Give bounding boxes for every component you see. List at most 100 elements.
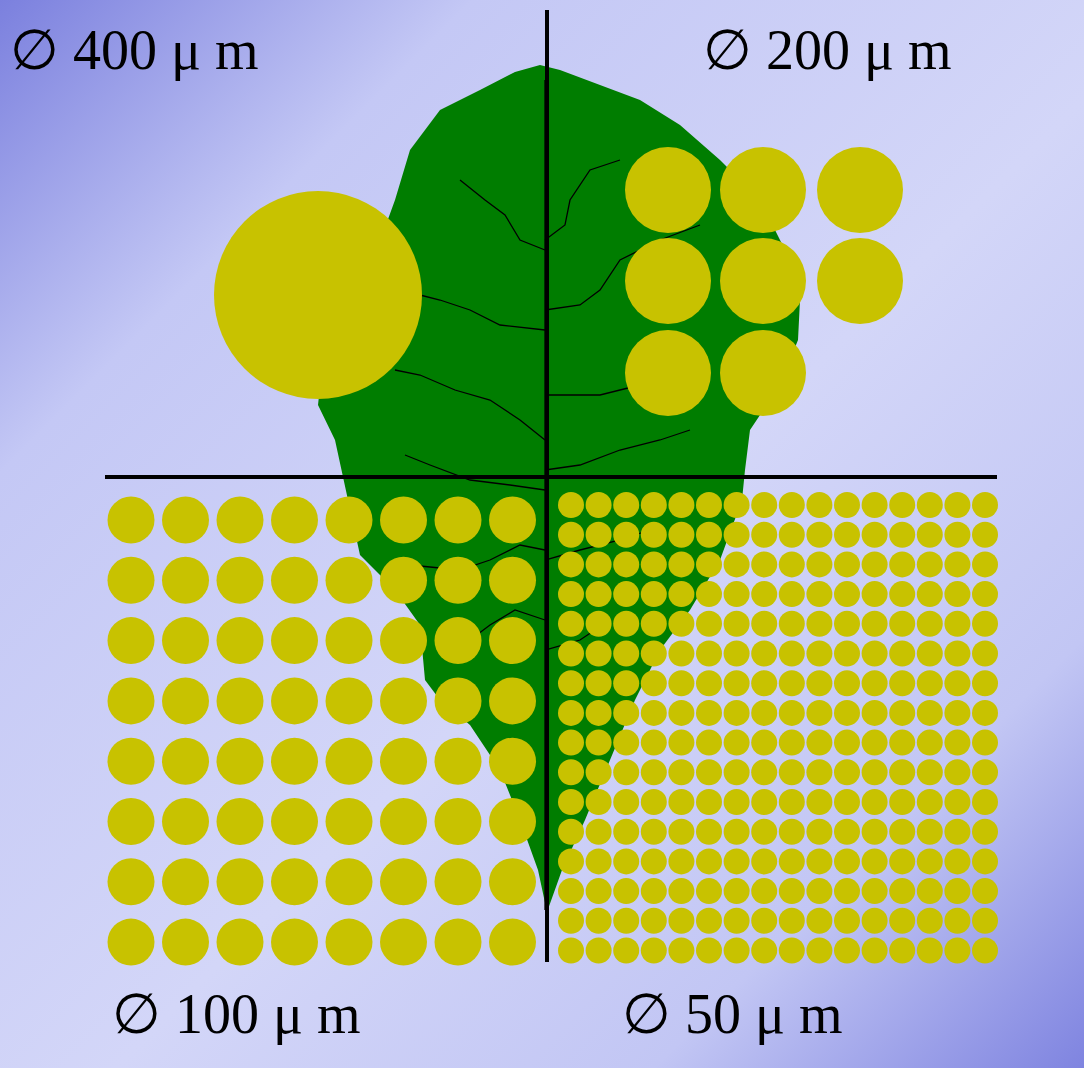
particle-circle [271, 617, 318, 664]
particle-circle [972, 848, 998, 874]
particle-circle [972, 522, 998, 548]
particle-circle [696, 492, 722, 518]
particle-circle [217, 738, 264, 785]
particle-circle [751, 551, 777, 577]
particle-circle [862, 938, 888, 964]
particle-circle [489, 858, 536, 905]
particle-circle [751, 730, 777, 756]
particle-circle [613, 641, 639, 667]
particle-circle [917, 759, 943, 785]
particle-circle [668, 700, 694, 726]
particle-circle [834, 938, 860, 964]
particle-circle [806, 938, 832, 964]
particle-circle [668, 759, 694, 785]
particle-circle [862, 551, 888, 577]
particle-circle [724, 848, 750, 874]
particle-circle [641, 878, 667, 904]
particle-circle [862, 670, 888, 696]
particle-circle [751, 641, 777, 667]
particle-circle [668, 551, 694, 577]
particle-circle [889, 581, 915, 607]
particle-circle [751, 581, 777, 607]
particle-circle [217, 919, 264, 966]
particle-circle [696, 819, 722, 845]
particle-circle [217, 798, 264, 845]
particle-circle [271, 858, 318, 905]
particle-circle [944, 938, 970, 964]
particle-circle [326, 858, 373, 905]
particle-circle [641, 938, 667, 964]
particle-circle [668, 908, 694, 934]
particle-circle [641, 759, 667, 785]
particle-circle [917, 819, 943, 845]
particle-circle [889, 551, 915, 577]
particle-circle [696, 938, 722, 964]
particle-circle [586, 581, 612, 607]
particle-circle [108, 677, 155, 724]
particle-circle [724, 581, 750, 607]
particle-circle [862, 848, 888, 874]
particle-circle [271, 798, 318, 845]
particle-circle [889, 938, 915, 964]
particle-circle [696, 522, 722, 548]
particle-circle [834, 581, 860, 607]
particle-circle [817, 238, 903, 324]
particle-circle [806, 581, 832, 607]
particle-circle [326, 557, 373, 604]
particle-circle [972, 641, 998, 667]
particle-circle [944, 730, 970, 756]
particle-circle [613, 848, 639, 874]
particle-circle [162, 677, 209, 724]
particle-circle [806, 700, 832, 726]
particle-circle [668, 670, 694, 696]
particle-circle [917, 878, 943, 904]
particle-circle [889, 522, 915, 548]
particle-circle [724, 670, 750, 696]
particle-circle [862, 730, 888, 756]
particle-circle [862, 522, 888, 548]
particle-circle [613, 878, 639, 904]
particle-circle [668, 581, 694, 607]
particle-circle [586, 611, 612, 637]
particle-circle [326, 677, 373, 724]
particle-circle [889, 878, 915, 904]
particle-circle [641, 492, 667, 518]
particle-circle [326, 919, 373, 966]
particle-circle [889, 759, 915, 785]
particle-circle [972, 581, 998, 607]
particle-circle [751, 938, 777, 964]
particle-circle [380, 919, 427, 966]
particle-circle [724, 522, 750, 548]
particle-circle [668, 730, 694, 756]
particle-circle [834, 492, 860, 518]
particle-circle [625, 238, 711, 324]
particle-circle [271, 919, 318, 966]
particle-circle [613, 551, 639, 577]
particle-circle [862, 878, 888, 904]
particle-circle [720, 238, 806, 324]
particle-circle [696, 700, 722, 726]
particle-circle [889, 819, 915, 845]
particle-circle [862, 700, 888, 726]
particle-circle [380, 557, 427, 604]
particle-circle [489, 497, 536, 544]
particle-circle [108, 738, 155, 785]
particle-circle [558, 908, 584, 934]
particle-circle [972, 730, 998, 756]
particle-circle [489, 557, 536, 604]
particle-circle [613, 938, 639, 964]
particle-circle [558, 759, 584, 785]
particle-circle [641, 522, 667, 548]
particle-circle [162, 557, 209, 604]
particle-circle [435, 617, 482, 664]
particle-circle [834, 878, 860, 904]
particle-circle [917, 492, 943, 518]
particle-circle [586, 700, 612, 726]
particle-circle [889, 700, 915, 726]
particle-circle [862, 492, 888, 518]
particle-circle [162, 798, 209, 845]
particle-circle [613, 670, 639, 696]
particle-circle [751, 878, 777, 904]
particle-circle [162, 497, 209, 544]
particle-circle [779, 848, 805, 874]
